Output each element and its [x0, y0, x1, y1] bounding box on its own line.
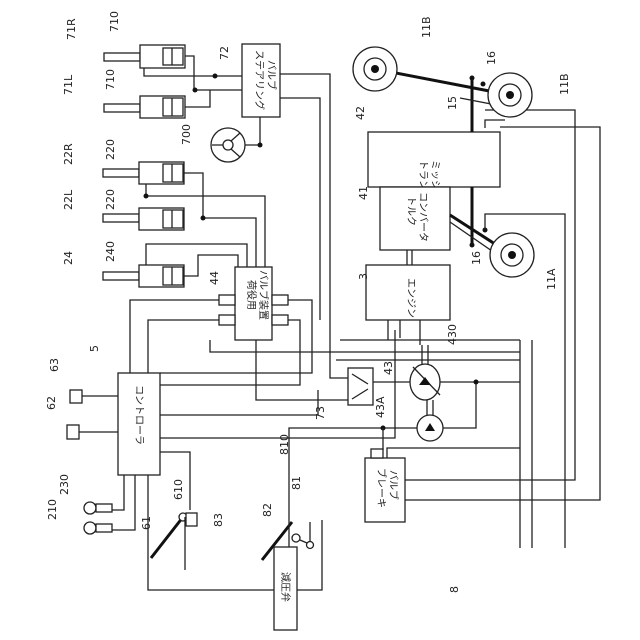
svg-text:11B: 11B: [420, 16, 433, 38]
svg-text:63: 63: [48, 358, 61, 372]
brake-valve-label-2: バルブ: [387, 470, 400, 500]
sensor-62: [67, 425, 79, 439]
torque-converter-label-1: トルク: [405, 196, 417, 226]
svg-text:83: 83: [212, 513, 225, 527]
svg-text:24: 24: [62, 251, 75, 265]
svg-text:220: 220: [104, 139, 117, 160]
svg-text:43: 43: [382, 361, 395, 375]
svg-text:5: 5: [88, 345, 101, 352]
svg-text:71L: 71L: [62, 74, 75, 95]
svg-text:82: 82: [261, 503, 274, 517]
engine-label: エンジン: [405, 278, 416, 318]
valve-73: [348, 368, 373, 405]
svg-text:22R: 22R: [62, 143, 75, 165]
svg-text:210: 210: [46, 499, 59, 520]
svg-text:15: 15: [446, 96, 459, 110]
svg-text:41: 41: [357, 186, 370, 200]
accelerator-pedal-61: [151, 517, 183, 558]
svg-text:62: 62: [45, 396, 58, 410]
steering-wheel-icon: [211, 128, 245, 162]
controller-label: コントローラ: [133, 385, 145, 445]
svg-text:8: 8: [448, 586, 461, 593]
svg-text:240: 240: [104, 241, 117, 262]
cylinder-22R: [103, 162, 184, 184]
svg-text:700: 700: [180, 124, 193, 145]
cylinder-24: [103, 265, 184, 287]
svg-text:220: 220: [104, 189, 117, 210]
svg-text:11B: 11B: [558, 73, 571, 95]
svg-text:43A: 43A: [374, 396, 387, 418]
svg-text:22L: 22L: [62, 189, 75, 210]
wheel-11B-left: [353, 47, 397, 91]
cargo-valve-label-1: 荷役用: [245, 280, 258, 310]
cylinder-71R: [104, 45, 185, 68]
torque-converter-label-2: コンバータ: [417, 192, 429, 242]
cylinder-71L: [104, 96, 185, 118]
svg-text:230: 230: [58, 474, 71, 495]
sensor-63: [70, 390, 82, 403]
sensors-230-210: [84, 502, 112, 534]
svg-text:73: 73: [314, 406, 327, 420]
svg-text:71R: 71R: [65, 18, 78, 40]
cargo-valve-label-2: バルブ装置: [257, 270, 270, 320]
svg-text:16: 16: [470, 251, 483, 265]
svg-text:430: 430: [446, 324, 459, 345]
svg-text:81: 81: [290, 476, 303, 490]
wheel-11B-right: [488, 73, 532, 117]
svg-text:72: 72: [218, 46, 231, 60]
svg-text:810: 810: [278, 434, 291, 455]
svg-text:3: 3: [357, 273, 370, 280]
svg-text:44: 44: [208, 271, 221, 285]
svg-text:11A: 11A: [545, 268, 558, 290]
svg-text:42: 42: [354, 106, 367, 120]
brake-valve-label-1: ブレーキ: [375, 468, 388, 508]
steering-valve-label-2: バルブ: [265, 60, 278, 90]
steering-valve-label-1: ステアリング: [253, 50, 266, 110]
svg-text:710: 710: [108, 11, 121, 32]
wheel-11A: [490, 233, 534, 277]
svg-text:16: 16: [485, 51, 498, 65]
cylinder-22L: [103, 208, 184, 230]
svg-text:61: 61: [140, 516, 153, 530]
svg-text:610: 610: [172, 479, 185, 500]
pressure-reducing-valve-label: 減圧弁: [279, 572, 292, 602]
svg-text:710: 710: [104, 69, 117, 90]
